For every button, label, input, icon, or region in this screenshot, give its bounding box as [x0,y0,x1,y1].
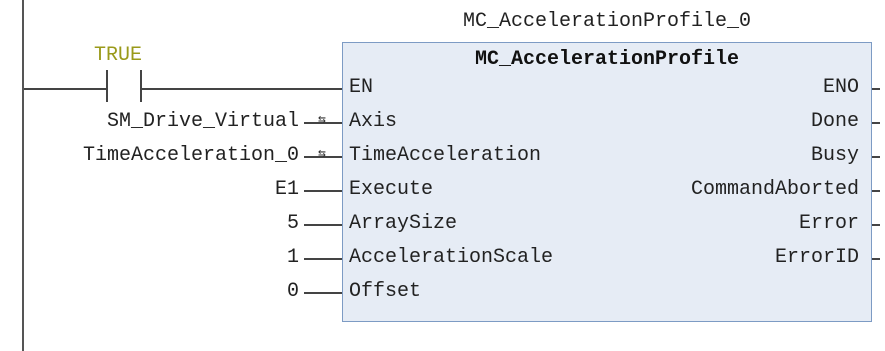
instance-name[interactable]: MC_AccelerationProfile_0 [462,10,752,33]
input-wire [304,122,342,124]
function-block[interactable] [342,42,872,322]
in-out-arrow-icon: ⇆ [318,112,326,127]
output-wire [872,190,880,192]
input-wire [304,190,342,192]
output-wire [872,258,880,260]
output-wire [872,224,880,226]
rung-wire-right [142,88,342,90]
output-pin-errorid[interactable]: ErrorID [774,246,859,269]
input-value-accelerationscale[interactable]: 1 [286,246,299,269]
input-pin-timeacceleration[interactable]: TimeAcceleration [349,144,542,167]
input-value-arraysize[interactable]: 5 [286,212,299,235]
contact-label: TRUE [94,44,143,67]
input-value-axis[interactable]: SM_Drive_Virtual [106,110,299,133]
in-out-arrow-icon: ⇆ [318,146,326,161]
input-pin-arraysize[interactable]: ArraySize [349,212,458,235]
input-value-offset[interactable]: 0 [286,280,299,303]
input-pin-accelerationscale[interactable]: AccelerationScale [349,246,554,269]
output-pin-error[interactable]: Error [798,212,859,235]
contact-bar-left[interactable] [106,70,108,102]
input-wire [304,258,342,260]
input-pin-axis[interactable]: Axis [349,110,398,133]
input-pin-execute[interactable]: Execute [349,178,434,201]
contact-bar-right[interactable] [140,70,142,102]
input-value-execute[interactable]: E1 [274,178,299,201]
input-pin-offset[interactable]: Offset [349,280,422,303]
input-wire [304,292,342,294]
output-pin-eno[interactable]: ENO [822,76,859,99]
input-wire [304,156,342,158]
input-wire [304,224,342,226]
output-wire [872,122,880,124]
output-wire [872,88,880,90]
output-pin-done[interactable]: Done [810,110,859,133]
input-pin-en[interactable]: EN [349,76,374,99]
block-type-title: MC_AccelerationProfile [474,48,740,71]
rung-wire-left [24,88,106,90]
output-pin-busy[interactable]: Busy [810,144,859,167]
input-value-timeacceleration[interactable]: TimeAcceleration_0 [82,144,299,167]
output-wire [872,156,880,158]
power-rail [22,0,24,351]
output-pin-commandaborted[interactable]: CommandAborted [690,178,859,201]
